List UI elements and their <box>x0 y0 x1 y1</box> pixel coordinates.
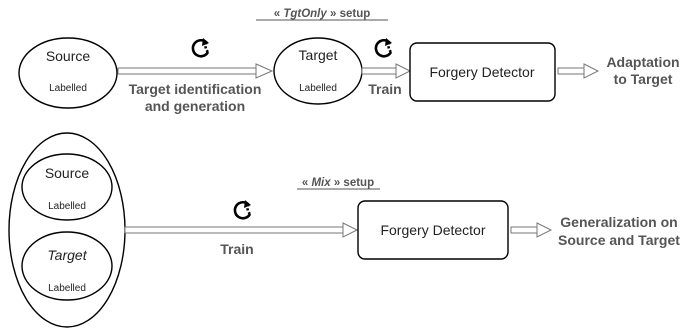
mix-arrow-train <box>124 222 359 238</box>
tgtonly-source-sub: Labelled <box>49 83 87 94</box>
tgtonly-heading: « TgtOnly » setup <box>274 8 371 20</box>
tgtonly-detector-label: Forgery Detector <box>429 64 534 80</box>
tgtonly-source-title: Source <box>46 48 91 64</box>
refresh-icon <box>233 198 253 220</box>
tgtonly-arrow-generation <box>117 63 274 79</box>
tgtonly-arrow1-label-line2: and generation <box>145 98 245 114</box>
tgtonly-arrow-output <box>557 63 600 79</box>
refresh-icon <box>374 36 394 58</box>
mix-arrow-label: Train <box>220 241 253 257</box>
tgtonly-arrow1-label-line1: Target identification <box>129 81 262 97</box>
tgtonly-output-line1: Adaptation <box>606 54 679 70</box>
mix-detector-label: Forgery Detector <box>380 222 485 238</box>
mix-target-sub: Labelled <box>48 283 86 294</box>
tgtonly-arrow2-label: Train <box>368 81 401 97</box>
mix-source-sub: Labelled <box>48 201 86 212</box>
mix-detector-box <box>357 200 509 260</box>
mix-arrow-output <box>510 222 553 238</box>
mix-source-title: Source <box>45 165 90 181</box>
mix-target-title: Target <box>47 247 87 263</box>
mix-output-line1: Generalization on <box>560 214 677 230</box>
tgtonly-detector-box <box>409 42 556 102</box>
tgtonly-arrow-train <box>361 63 412 79</box>
tgtonly-target-sub: Labelled <box>299 83 337 94</box>
mix-target-node <box>21 231 113 301</box>
tgtonly-output-line2: to Target <box>614 71 673 87</box>
mix-source-node <box>21 153 113 221</box>
mix-output-line2: Source and Target <box>558 232 680 248</box>
tgtonly-target-title: Target <box>299 47 338 63</box>
tgtonly-source-node <box>18 37 118 109</box>
refresh-icon <box>191 36 211 58</box>
mix-heading: « Mix » setup <box>302 177 374 189</box>
